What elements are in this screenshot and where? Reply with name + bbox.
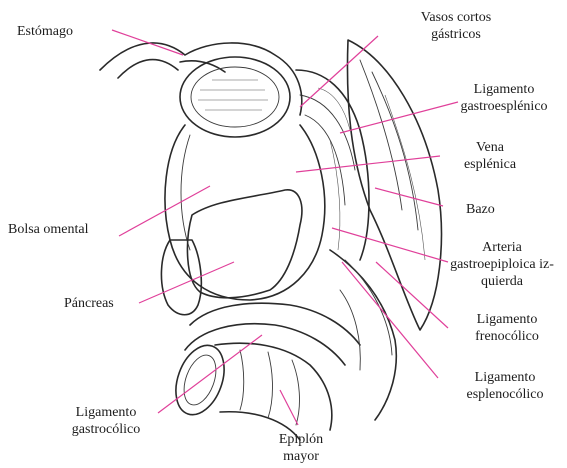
leader-epiplon — [280, 390, 298, 425]
label-ligamento-gastrocolico: Ligamento gastrocólico — [46, 404, 166, 438]
label-line: Vasos cortos — [398, 9, 514, 26]
label-bazo: Bazo — [466, 201, 495, 218]
label-ligamento-esplenocolico: Ligamento esplenocólico — [446, 369, 564, 403]
leader-lig-esplenocolico — [342, 262, 438, 378]
label-line: Ligamento — [446, 369, 564, 386]
label-line: esplénica — [445, 156, 535, 173]
label-line: quierda — [438, 273, 566, 290]
label-ligamento-gastroesplenico: Ligamento gastroesplénico — [446, 81, 562, 115]
label-line: Ligamento — [446, 81, 562, 98]
label-line: Ligamento — [46, 404, 166, 421]
label-line: gastroepiploica iz- — [438, 256, 566, 273]
label-line: gastroesplénico — [446, 98, 562, 115]
colon-drawing — [167, 303, 360, 440]
label-line: Arteria — [438, 239, 566, 256]
label-line: Epiplón — [263, 431, 339, 448]
label-line: gastrocólico — [46, 421, 166, 438]
label-ligamento-frenocolico: Ligamento frenocólico — [452, 311, 562, 345]
stomach-drawing — [100, 43, 302, 137]
label-bolsa-omental: Bolsa omental — [8, 221, 89, 238]
label-line: Ligamento — [452, 311, 562, 328]
leader-bazo — [375, 188, 443, 206]
label-line: Vena — [445, 139, 535, 156]
label-line: gástricos — [398, 26, 514, 43]
label-line: esplenocólico — [446, 386, 564, 403]
leader-lines — [112, 30, 458, 425]
label-vasos-cortos-gastricos: Vasos cortos gástricos — [398, 9, 514, 43]
leader-lig-gastroesplenico — [340, 102, 458, 133]
label-vena-esplenica: Vena esplénica — [445, 139, 535, 173]
label-line: frenocólico — [452, 328, 562, 345]
label-line: mayor — [263, 448, 339, 465]
label-arteria-gastroepiploica: Arteria gastroepiploica iz- quierda — [438, 239, 566, 290]
omental-bursa-drawing — [165, 125, 325, 300]
splenic-flexure-drawing — [330, 250, 396, 420]
label-epiplon-mayor: Epiplón mayor — [263, 431, 339, 465]
leader-lig-gastrocolico — [158, 335, 262, 413]
pancreas-drawing — [161, 190, 301, 315]
label-pancreas: Páncreas — [64, 295, 114, 312]
label-estomago: Estómago — [17, 23, 73, 40]
